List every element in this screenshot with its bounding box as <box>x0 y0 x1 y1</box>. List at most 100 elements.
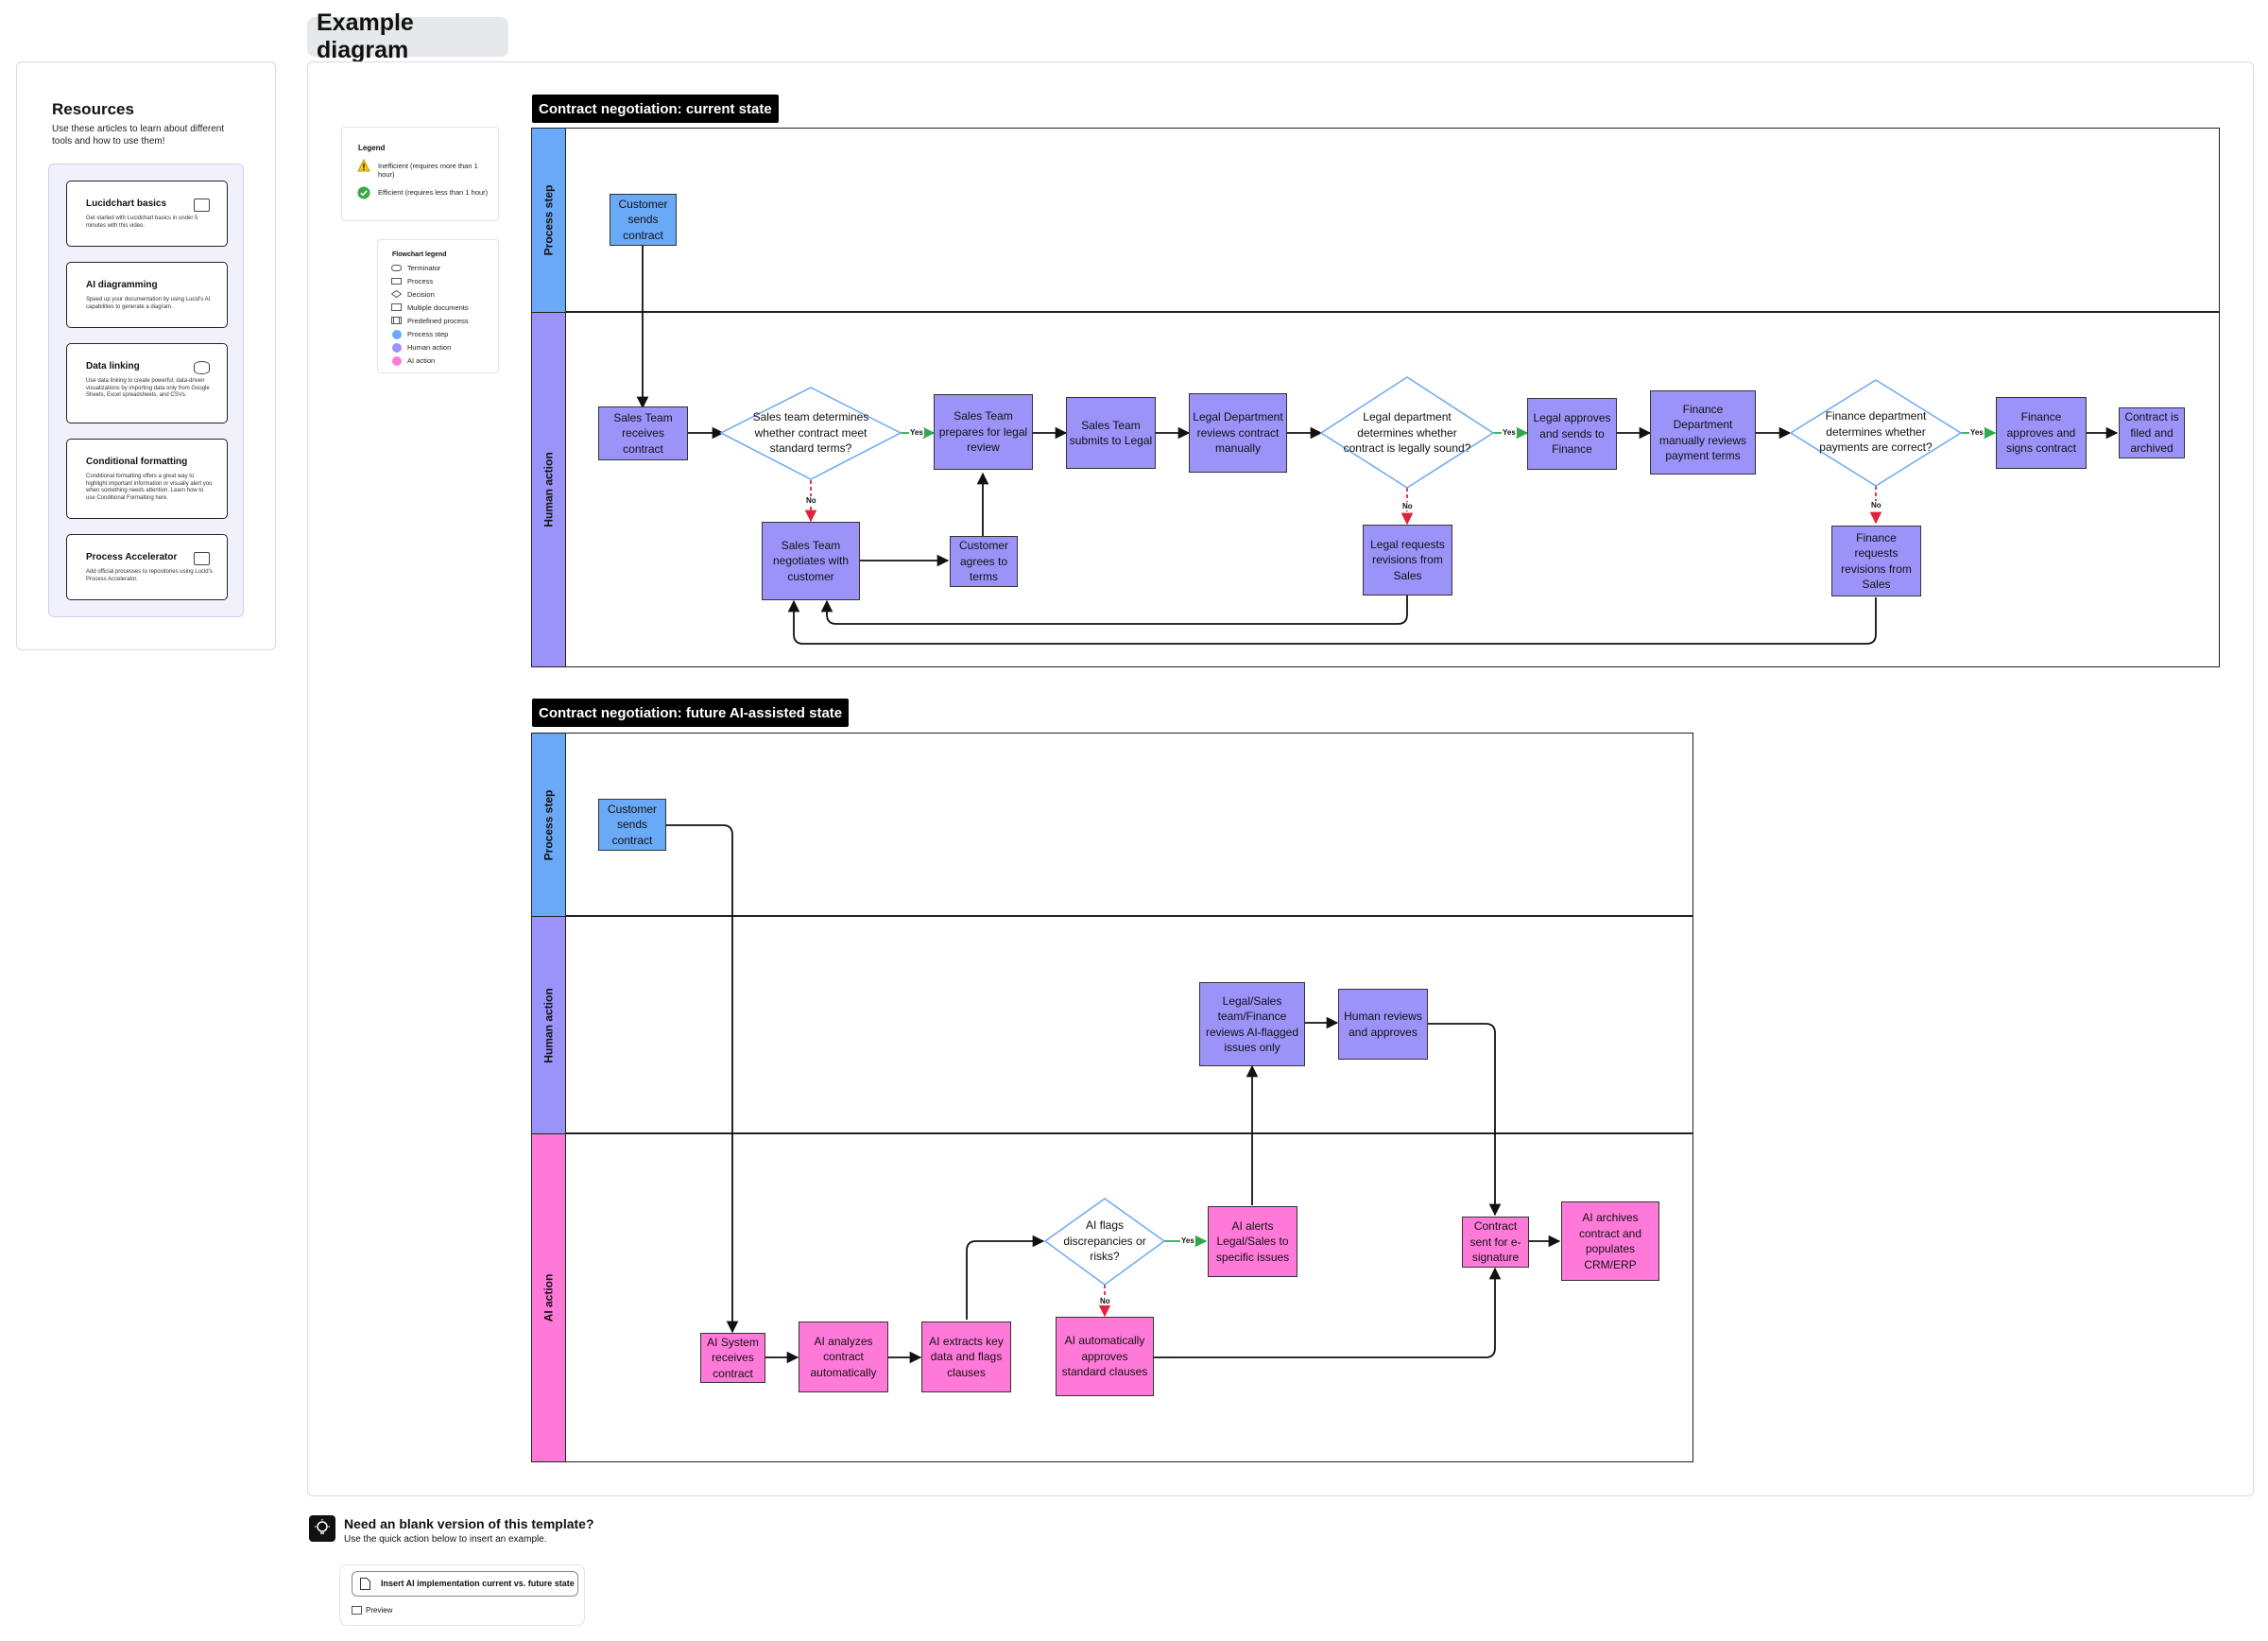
warning-icon <box>357 159 370 172</box>
yes-label: Yes <box>1502 428 1517 437</box>
node-ai-alerts[interactable]: AI alerts Legal/Sales to specific issues <box>1208 1206 1297 1277</box>
flowchart-legend-item: Human action <box>407 343 452 352</box>
future-state-swimlane: Process step Human action AI action <box>531 733 1693 1462</box>
node-ai-archives[interactable]: AI archives contract and populates CRM/E… <box>1561 1201 1659 1281</box>
multiple-documents-shape-icon <box>391 303 402 311</box>
lane-label-human-action: Human action <box>532 312 566 666</box>
check-circle-icon <box>357 186 370 199</box>
node-customer-agrees[interactable]: Customer agrees to terms <box>950 536 1018 587</box>
flowchart-legend-item: Multiple documents <box>407 303 469 312</box>
card-desc: Add official processes to repositories u… <box>86 569 213 582</box>
node-sales-receives-contract[interactable]: Sales Team receives contract <box>598 406 688 460</box>
yes-label: Yes <box>1969 428 1984 437</box>
yes-label: Yes <box>909 428 924 437</box>
process-step-dot-icon <box>392 330 402 339</box>
preview-button[interactable]: Preview <box>352 1603 392 1617</box>
page-title-text: Example diagram <box>317 9 414 63</box>
node-ai-approves[interactable]: AI automatically approves standard claus… <box>1056 1317 1154 1396</box>
preview-icon <box>352 1606 362 1615</box>
database-icon <box>194 361 210 374</box>
lane-label-process-step: Process step <box>532 734 566 916</box>
flowchart-legend-item: Terminator <box>407 264 441 272</box>
node-ai-extracts[interactable]: AI extracts key data and flags clauses <box>921 1321 1011 1392</box>
resource-card-lucidchart-basics[interactable]: Lucidchart basics Get started with Lucid… <box>66 181 228 247</box>
node-legal-approves[interactable]: Legal approves and sends to Finance <box>1527 398 1617 470</box>
predefined-process-shape-icon <box>391 317 402 324</box>
lane-label-human-action: Human action <box>532 916 566 1134</box>
lane-label-process-step: Process step <box>532 129 566 312</box>
lane-label-ai-action: AI action <box>532 1133 566 1461</box>
no-label: No <box>805 496 817 505</box>
resource-card-ai-diagramming[interactable]: AI diagramming Speed up your documentati… <box>66 262 228 328</box>
flowchart-legend-item: Predefined process <box>407 317 469 325</box>
ai-action-dot-icon <box>392 356 402 366</box>
node-ai-receives[interactable]: AI System receives contract <box>700 1333 765 1383</box>
card-desc: Use data linking to create powerful, dat… <box>86 378 210 398</box>
resource-card-conditional-formatting[interactable]: Conditional formatting Conditional forma… <box>66 439 228 519</box>
node-sales-submits[interactable]: Sales Team submits to Legal <box>1066 397 1156 469</box>
future-state-title: Contract negotiation: future AI-assisted… <box>532 699 850 727</box>
document-icon <box>360 1578 370 1590</box>
node-finance-approves[interactable]: Finance approves and signs contract <box>1996 397 2087 469</box>
decision-shape-icon <box>391 290 402 298</box>
arrow-customer-to-ai-system <box>666 824 739 1334</box>
process-shape-icon <box>391 278 402 285</box>
resources-subtitle: Use these articles to learn about differ… <box>52 124 225 147</box>
insert-action-row[interactable]: Insert AI implementation current vs. fut… <box>352 1571 578 1597</box>
current-state-swimlane: Process step Human action <box>531 128 2220 667</box>
node-ai-analyzes[interactable]: AI analyzes contract automatically <box>799 1321 888 1392</box>
node-contract-filed[interactable]: Contract is filed and archived <box>2119 407 2185 458</box>
node-legal-requests[interactable]: Legal requests revisions from Sales <box>1363 525 1452 596</box>
resources-card-list: Lucidchart basics Get started with Lucid… <box>48 164 244 617</box>
footer-heading: Need an blank version of this template? <box>344 1516 594 1531</box>
decision-text-legal: Legal department determines whether cont… <box>1343 410 1471 456</box>
node-finance-reviews[interactable]: Finance Department manually reviews paym… <box>1650 390 1756 475</box>
resources-panel: Resources Use these articles to learn ab… <box>16 61 276 650</box>
flowchart-legend-title: Flowchart legend <box>392 251 447 258</box>
video-icon <box>194 199 210 212</box>
no-label: No <box>1870 501 1882 510</box>
card-title: AI diagramming <box>86 280 158 290</box>
node-finance-requests[interactable]: Finance requests revisions from Sales <box>1831 526 1921 596</box>
card-title: Data linking <box>86 361 140 371</box>
legend-title: Legend <box>358 144 386 152</box>
page-title: Example diagram <box>307 9 508 63</box>
node-customer-sends-contract[interactable]: Customer sends contract <box>610 194 677 246</box>
decision-text-ai-flags: AI flags discrepancies or risks? <box>1063 1218 1146 1264</box>
flowchart-legend-item: Decision <box>407 290 435 299</box>
lane-divider <box>565 311 2219 313</box>
node-future-customer-sends[interactable]: Customer sends contract <box>598 799 666 851</box>
insert-button-label: Insert AI implementation current vs. fut… <box>381 1579 575 1588</box>
card-desc: Speed up your documentation by using Luc… <box>86 297 211 310</box>
yes-label: Yes <box>1180 1236 1195 1245</box>
arrow-human-to-contract-sent <box>1428 1023 1502 1217</box>
current-state-title: Contract negotiation: current state <box>532 95 779 123</box>
no-label: No <box>1401 502 1414 510</box>
flowchart-legend-box: Flowchart legend Terminator Process Deci… <box>377 239 499 373</box>
card-desc: Get started with Lucidchart basics in un… <box>86 216 198 229</box>
preview-label: Preview <box>366 1606 393 1615</box>
legend-efficient-text: Efficient (requires less than 1 hour) <box>378 188 489 197</box>
human-action-dot-icon <box>392 343 402 353</box>
resource-card-data-linking[interactable]: Data linking Use data linking to create … <box>66 343 228 423</box>
legend-box: Legend Inefficient (requires more than 1… <box>341 127 499 221</box>
terminator-shape-icon <box>391 265 402 271</box>
node-legal-reviews[interactable]: Legal Department reviews contract manual… <box>1189 393 1287 473</box>
arrow-ai-approves-to-contract-sent <box>1154 1267 1502 1358</box>
node-sales-prepares[interactable]: Sales Team prepares for legal review <box>934 394 1033 470</box>
flowchart-legend-item: Process <box>407 277 434 285</box>
flowchart-legend-item: AI action <box>407 356 436 365</box>
node-sales-negotiates[interactable]: Sales Team negotiates with customer <box>762 522 860 600</box>
card-title: Conditional formatting <box>86 457 188 467</box>
node-human-reviews[interactable]: Human reviews and approves <box>1338 989 1428 1060</box>
flowchart-legend-item: Process step <box>407 330 449 338</box>
arrow-extracts-to-flags <box>966 1235 1045 1320</box>
decision-finance-determines <box>1789 379 1963 487</box>
decision-text-finance: Finance department determines whether pa… <box>1819 409 1933 455</box>
node-review-flagged-issues[interactable]: Legal/Sales team/Finance reviews AI-flag… <box>1199 982 1305 1066</box>
node-contract-sent[interactable]: Contract sent for e-signature <box>1462 1217 1529 1268</box>
decision-legal-determines <box>1319 376 1495 489</box>
insert-template-button[interactable]: Insert AI implementation current vs. fut… <box>339 1564 585 1626</box>
resource-card-process-accelerator[interactable]: Process Accelerator Add official process… <box>66 534 228 600</box>
